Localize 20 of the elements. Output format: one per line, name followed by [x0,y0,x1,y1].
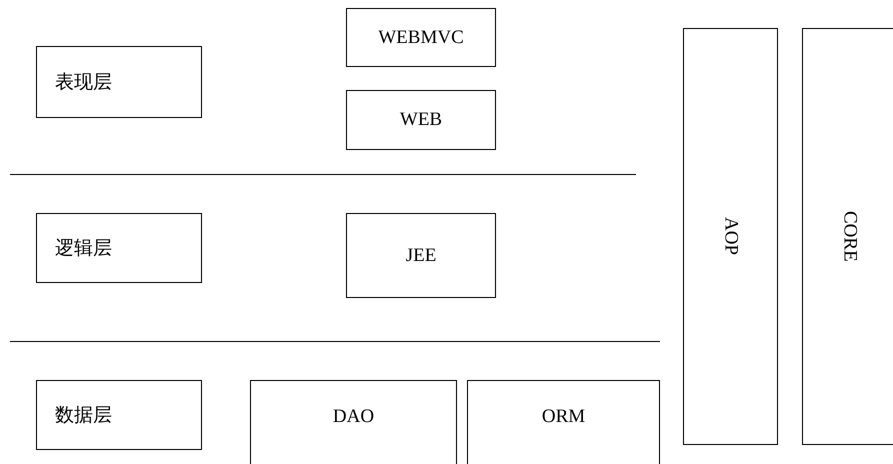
module-box [346,90,496,150]
box-label: 数据层 [55,404,112,428]
layer-box [36,213,202,283]
module-box [683,28,778,445]
layer-box [36,46,202,118]
box-label: 表现层 [55,71,112,95]
module-box [250,380,457,464]
box-label: DAO [332,406,374,428]
box-label: WEB [400,109,442,131]
box-label: ORM [542,406,586,428]
box-label: CORE [838,211,860,262]
module-box [346,213,496,298]
module-box [802,28,893,445]
box-label: WEBMVC [378,26,464,48]
layer-box [36,380,202,450]
box-label: 逻辑层 [55,237,112,261]
box-label: AOP [720,217,742,256]
module-box [467,380,660,464]
box-label: JEE [406,244,436,266]
module-box [346,8,496,67]
